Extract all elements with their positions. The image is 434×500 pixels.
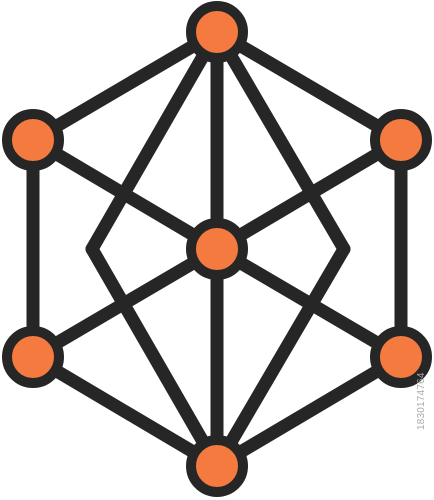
edge-top-left-vertex (85, 25, 224, 256)
edge-right-vertex-bottom (210, 242, 351, 473)
edge-lower-right-bottom (210, 350, 408, 473)
node-center (186, 218, 248, 280)
edge-top-right-vertex (210, 25, 351, 256)
node-lower-left (2, 326, 64, 388)
edge-bottom-lower-left (26, 350, 224, 473)
watermark-id-text: 1830174764 (416, 372, 427, 430)
node-upper-left (2, 109, 64, 171)
node-bottom (186, 435, 248, 497)
node-lower-right (370, 326, 432, 388)
edge-left-vertex-bottom (85, 242, 224, 473)
edge-top-upper-right (210, 25, 408, 147)
node-top (186, 1, 248, 63)
network-edges (26, 25, 408, 473)
node-upper-right (370, 109, 432, 171)
edge-upper-left-top (26, 25, 224, 147)
